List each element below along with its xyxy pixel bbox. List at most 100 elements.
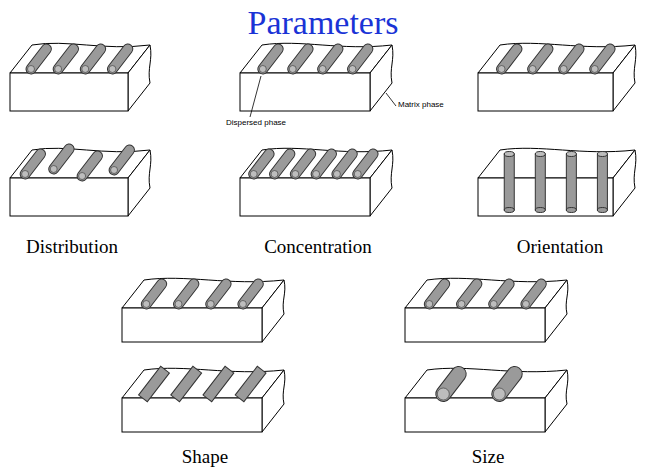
- slab-front: [122, 398, 262, 432]
- matrix-slab: [240, 148, 393, 216]
- dispersed-rod: [566, 154, 576, 210]
- matrix-slab: [10, 148, 151, 216]
- rod-end: [498, 66, 505, 73]
- rod-end: [175, 301, 182, 308]
- slab-top: [10, 43, 150, 73]
- parameter-label: Size: [472, 446, 505, 468]
- slab-side: [545, 370, 568, 432]
- matrix-slab: [478, 43, 636, 111]
- rod-end: [504, 152, 514, 157]
- rod-end: [566, 208, 576, 213]
- parameter-label: Concentration: [264, 236, 372, 258]
- parameter-label: Shape: [182, 446, 228, 468]
- rod-end: [111, 167, 118, 174]
- rod-outline: [146, 374, 161, 394]
- dispersed-rod: [146, 374, 161, 394]
- slab-front: [405, 308, 545, 342]
- slab-front: [405, 398, 545, 432]
- rod-end: [504, 208, 514, 213]
- rod-end: [566, 152, 576, 157]
- slab-front: [478, 73, 613, 111]
- dispersed-rod: [243, 374, 258, 394]
- parameter-label: Orientation: [517, 236, 604, 258]
- leader-line: [250, 76, 261, 117]
- rod-end: [535, 152, 545, 157]
- rod-end: [82, 66, 89, 73]
- dispersed-rod: [535, 154, 545, 210]
- slab-top: [240, 43, 392, 73]
- rod-end: [50, 166, 57, 173]
- rod-end: [437, 388, 449, 400]
- slab-front: [10, 73, 128, 111]
- slab-front: [10, 178, 128, 216]
- rod-end: [426, 301, 433, 308]
- rod-end: [271, 171, 278, 178]
- parameter-label: Distribution: [26, 236, 118, 258]
- rod-end: [560, 66, 567, 73]
- matrix-slab: [405, 368, 568, 432]
- rod-end: [490, 301, 497, 308]
- slab-side: [545, 280, 568, 342]
- slab-front: [122, 308, 262, 342]
- slab-side: [262, 280, 285, 342]
- slab-top: [478, 148, 635, 178]
- slab-side: [128, 150, 151, 216]
- matrix-slab: [240, 43, 393, 111]
- rod-end: [522, 301, 529, 308]
- rod-end: [239, 301, 246, 308]
- rod-outline: [243, 374, 258, 394]
- rod-end: [597, 208, 607, 213]
- dispersed-rod: [504, 154, 514, 210]
- dispersed-rod: [211, 374, 226, 394]
- rod-end: [591, 66, 598, 73]
- slab-side: [613, 45, 636, 111]
- page-title: Parameters: [247, 4, 398, 42]
- matrix-slab: [122, 278, 285, 342]
- slab-top: [478, 43, 635, 73]
- slab-top: [240, 148, 392, 178]
- callout-label: Dispersed phase: [226, 118, 286, 127]
- matrix-slab: [122, 368, 285, 432]
- rod-end: [79, 173, 86, 180]
- rod-end: [458, 301, 465, 308]
- rod-end: [292, 171, 299, 178]
- matrix-slab: [10, 43, 151, 111]
- slab-top: [405, 368, 567, 398]
- rod-outline: [179, 374, 194, 394]
- rod-end: [535, 208, 545, 213]
- rod-end: [22, 171, 29, 178]
- rod-end: [354, 171, 361, 178]
- rod-end: [109, 66, 116, 73]
- rod-end: [143, 301, 150, 308]
- slab-top: [122, 278, 284, 308]
- slab-side: [262, 370, 285, 432]
- matrix-slab: [478, 148, 636, 216]
- slab-front: [240, 73, 370, 111]
- rod-end: [597, 152, 607, 157]
- rod-end: [319, 66, 326, 73]
- rod-end: [289, 66, 296, 73]
- matrix-slab: [405, 278, 568, 342]
- callout-label: Matrix phase: [398, 100, 444, 109]
- slab-top: [122, 368, 284, 398]
- dispersed-rod: [179, 374, 194, 394]
- rod-end: [250, 171, 257, 178]
- rod-end: [55, 66, 62, 73]
- slab-group: [10, 43, 636, 432]
- rod-end: [313, 171, 320, 178]
- rod-end: [259, 66, 266, 73]
- rod-end: [349, 66, 356, 73]
- leader-line: [386, 93, 396, 106]
- rod-end: [28, 66, 35, 73]
- rod-end: [493, 388, 505, 400]
- slab-front: [240, 178, 370, 216]
- slab-side: [613, 150, 636, 216]
- rod-outline: [211, 374, 226, 394]
- rod-end: [207, 301, 214, 308]
- rod-end: [333, 171, 340, 178]
- dispersed-rod: [597, 154, 607, 210]
- rod-end: [529, 66, 536, 73]
- slab-side: [128, 45, 151, 111]
- slab-top: [405, 278, 567, 308]
- slab-side: [370, 45, 393, 111]
